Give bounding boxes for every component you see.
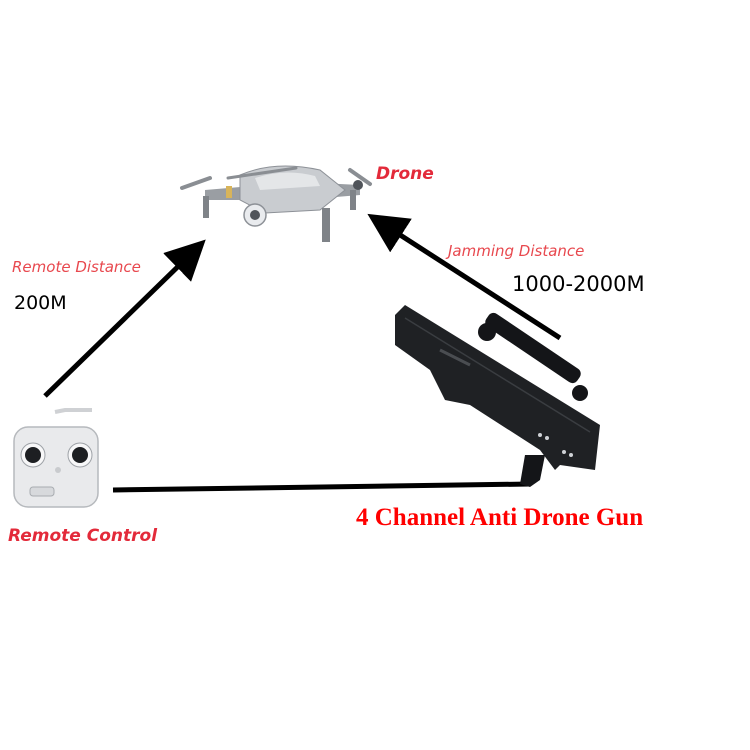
baseline-connector bbox=[112, 481, 531, 493]
remote-distance-value: 200M bbox=[14, 292, 67, 314]
anti-drone-gun-title: 4 Channel Anti Drone Gun bbox=[356, 504, 644, 531]
remote-control-icon bbox=[13, 408, 99, 508]
remote-control-label: Remote Control bbox=[8, 526, 158, 546]
remote-distance-label: Remote Distance bbox=[12, 258, 141, 276]
anti-drone-gun-icon bbox=[395, 305, 600, 487]
remote-distance-arrow bbox=[43, 239, 206, 398]
drone-icon bbox=[180, 165, 372, 242]
jamming-distance-value: 1000-2000M bbox=[512, 272, 645, 296]
jamming-distance-label: Jamming Distance bbox=[448, 242, 585, 260]
jamming-distance-arrow bbox=[367, 213, 562, 341]
drone-label: Drone bbox=[376, 164, 434, 184]
